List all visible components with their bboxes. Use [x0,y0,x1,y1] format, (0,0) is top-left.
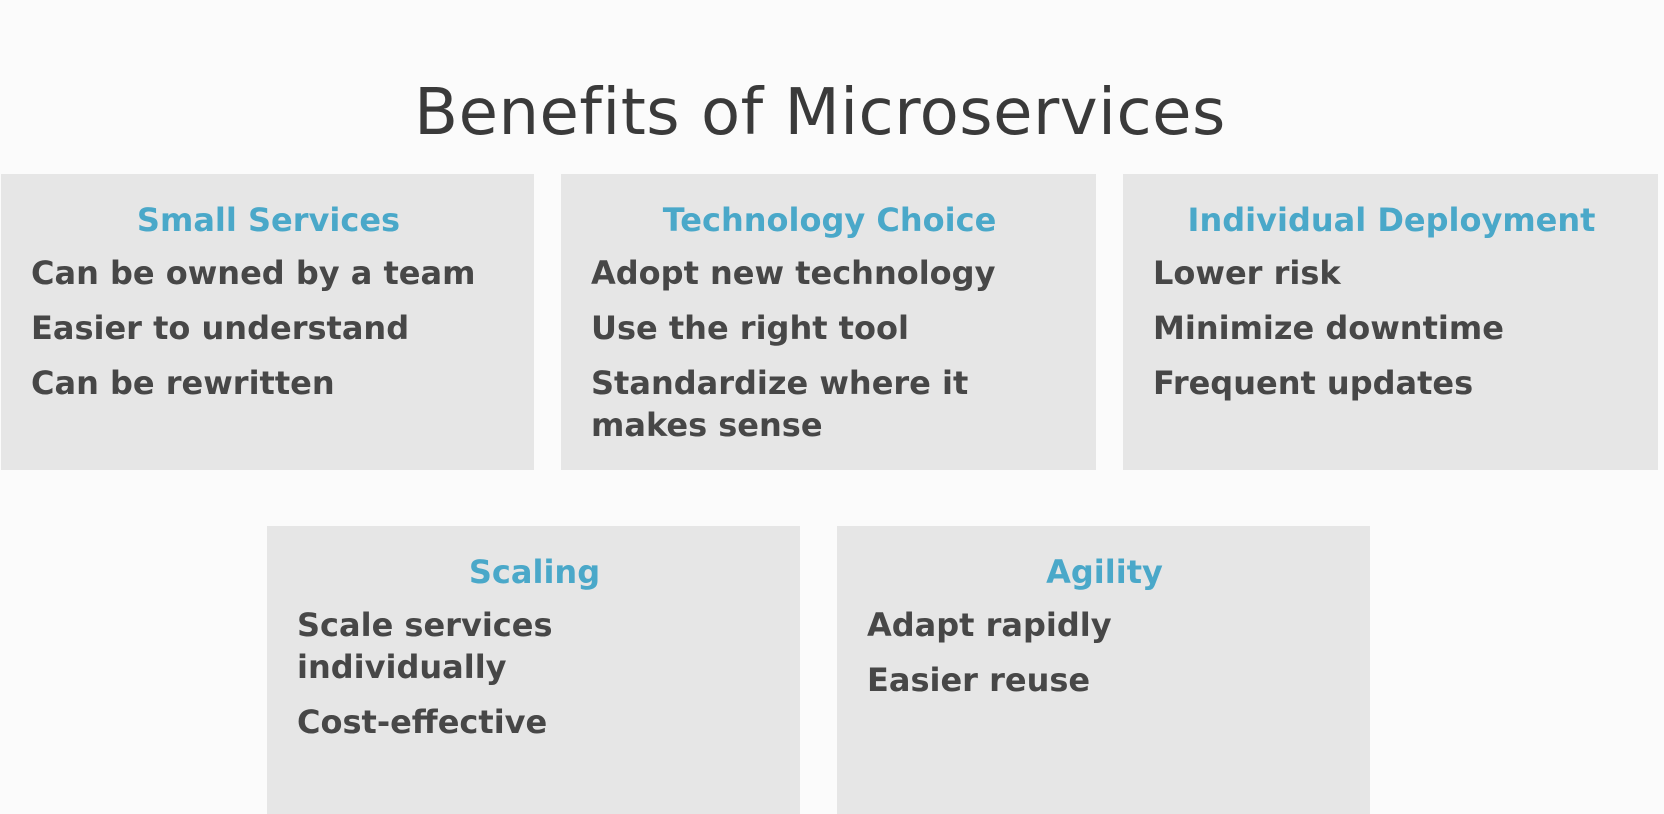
card-item: Easier to understand [31,309,410,347]
card-heading: Technology Choice [662,201,997,239]
card-item: Cost-effective [297,703,548,741]
card-item: Use the right tool [591,309,909,347]
card-technology-choice: Technology Choice Adopt new technology U… [561,174,1096,470]
card-item: Minimize downtime [1153,309,1504,347]
card-heading: Small Services [136,201,401,239]
card-individual-deployment: Individual Deployment Lower risk Minimiz… [1123,174,1658,470]
card-item-list: Can be owned by a team Easier to underst… [31,252,506,404]
card-item: Standardize where it makes sense [591,364,969,444]
card-item-list: Adapt rapidly Easier reuse [867,604,1342,701]
slide-title: Benefits of Microservices [414,75,1226,150]
card-item: Can be rewritten [31,364,335,402]
card-item: Easier reuse [867,661,1091,699]
card-item: Can be owned by a team [31,254,476,292]
card-agility: Agility Adapt rapidly Easier reuse [837,526,1370,814]
card-scaling: Scaling Scale services individually Cost… [267,526,800,814]
card-heading: Agility [1046,553,1163,591]
card-item: Scale services individually [297,606,553,686]
card-small-services: Small Services Can be owned by a team Ea… [1,174,534,470]
card-heading: Individual Deployment [1187,201,1596,239]
card-heading: Scaling [468,553,601,591]
card-item-list: Lower risk Minimize downtime Frequent up… [1153,252,1630,404]
card-item: Frequent updates [1153,364,1474,402]
card-item-list: Adopt new technology Use the right tool … [591,252,1068,446]
card-item: Adapt rapidly [867,606,1112,644]
card-item: Adopt new technology [591,254,996,292]
card-item-list: Scale services individually Cost-effecti… [297,604,772,743]
card-item: Lower risk [1153,254,1341,292]
